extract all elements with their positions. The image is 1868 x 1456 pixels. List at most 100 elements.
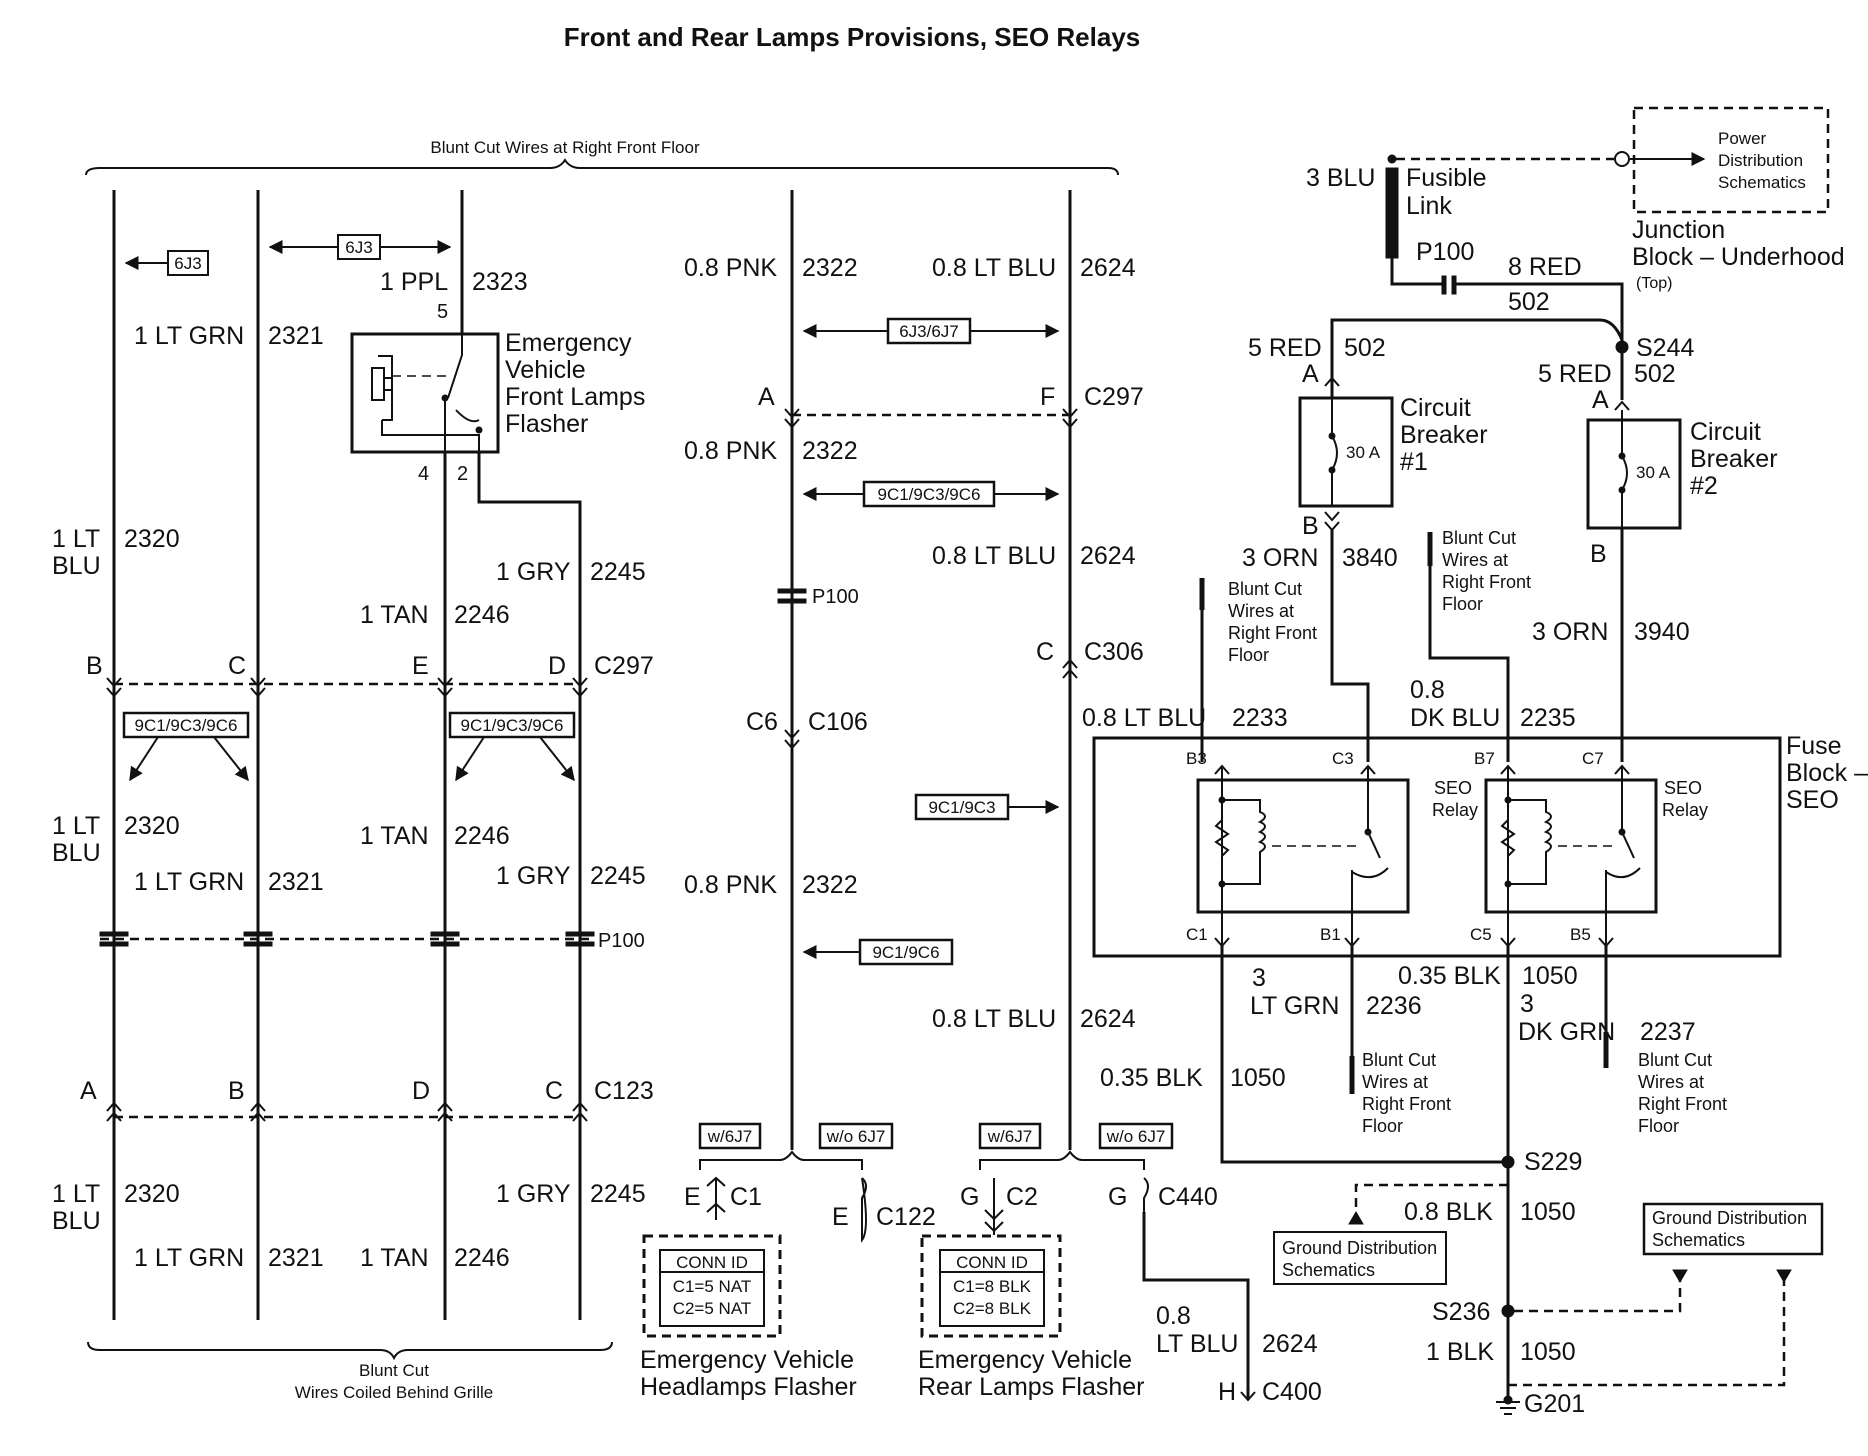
rear-conn-c2: C2=8 BLK — [953, 1299, 1032, 1318]
headlamps-label-1: Emergency Vehicle — [640, 1346, 854, 1374]
seo-in-1-circuit: 2233 — [1232, 704, 1288, 732]
relay2-label-2: Relay — [1662, 800, 1708, 820]
c1-pin-e: E — [684, 1183, 701, 1211]
option-9c1-9c6-label: 9C1/9C6 — [872, 943, 939, 962]
red8-size: 8 RED — [1508, 253, 1582, 281]
c297-mid-connector: A F C297 — [758, 383, 1144, 429]
cb2-rating: 30 A — [1636, 463, 1671, 482]
blunt4-label-4: Floor — [1638, 1116, 1679, 1136]
top-bracket: Blunt Cut Wires at Right Front Floor — [85, 138, 1119, 176]
seo-in-2-size-2: DK BLU — [1410, 704, 1500, 732]
ltgrn-out-size-1: 3 — [1252, 964, 1266, 992]
c297-pin-c: C — [228, 652, 246, 680]
c297-mid-pin-a: A — [758, 383, 775, 411]
option-9c-left-a: 9C1/9C3/9C6 — [122, 711, 250, 782]
pnk-circuit-1: 2322 — [802, 254, 858, 282]
cb1-pin-a: A — [1302, 360, 1319, 388]
power-dist-label-2: Distribution — [1718, 151, 1803, 170]
ltgrn-circuit-3: 2321 — [268, 1244, 324, 1272]
c122-label: C122 — [876, 1203, 936, 1231]
blunt4-label-1: Blunt Cut — [1638, 1050, 1712, 1070]
ltblu08-circuit-1: 2624 — [1080, 254, 1136, 282]
relay1-label-2: Relay — [1432, 800, 1478, 820]
c122-pin-e: E — [832, 1203, 849, 1231]
relay2-pin-b7: B7 — [1474, 749, 1495, 768]
front-flasher-label-3: Front Lamps — [505, 383, 645, 411]
ltgrn-size-1: 1 LT GRN — [134, 322, 244, 350]
ltblu08-size-3: 0.8 LT BLU — [932, 1005, 1056, 1033]
blunt1-label-3: Right Front — [1228, 623, 1317, 643]
fuse-block-seo: Fuse Block – SEO B3 C3 C1 B1 SEO Relay B… — [1092, 732, 1868, 958]
blunt4-label-2: Wires at — [1638, 1072, 1704, 1092]
bottom-bracket: Blunt Cut Wires Coiled Behind Grille — [87, 1341, 613, 1402]
cb2-out-circuit: 3940 — [1634, 618, 1690, 646]
blunt1-label-2: Wires at — [1228, 601, 1294, 621]
blunt3-label-1: Blunt Cut — [1362, 1050, 1436, 1070]
c400-pin-h: H — [1218, 1378, 1236, 1406]
tan-size-3: 1 TAN — [360, 1244, 429, 1272]
ltblu08-size-2: 0.8 LT BLU — [932, 542, 1056, 570]
dkgrn-out-size-1: 3 — [1520, 990, 1534, 1018]
fusible-wire-size: 3 BLU — [1306, 164, 1375, 192]
pnk-circuit-2: 2322 — [802, 437, 858, 465]
headlamps-label-2: Headlamps Flasher — [640, 1373, 857, 1401]
gd-right-label-1: Ground Distribution — [1652, 1208, 1807, 1228]
fuse-block-label-3: SEO — [1786, 786, 1839, 814]
s244-label: S244 — [1636, 334, 1694, 362]
relay2-pin-c5: C5 — [1470, 925, 1492, 944]
c440-pin-g: G — [1108, 1183, 1127, 1211]
ppl-size: 1 PPL — [380, 268, 448, 296]
c297-label-left: C297 — [594, 652, 654, 680]
c440-label: C440 — [1158, 1183, 1218, 1211]
ltblu-wo6j7-label: w/o 6J7 — [1106, 1127, 1166, 1146]
c106-label: C106 — [808, 708, 868, 736]
option-9c1-9c3: 9C1/9C3 — [914, 793, 1060, 821]
relay2-label-1: SEO — [1664, 778, 1702, 798]
option-9c1-9c3-label: 9C1/9C3 — [928, 798, 995, 817]
pnk-size-1: 0.8 PNK — [684, 254, 777, 282]
c297-pin-b: B — [86, 652, 103, 680]
rear-conn-id: CONN ID — [956, 1253, 1028, 1272]
gry-circuit-1: 2245 — [590, 558, 646, 586]
ltgrn-out-circuit: 2236 — [1366, 992, 1422, 1020]
p100-mid-label: P100 — [812, 586, 859, 608]
blk035-b-size: 0.35 BLK — [1100, 1064, 1203, 1092]
front-flasher-label-1: Emergency — [505, 329, 632, 357]
ltblu08-circuit-2: 2624 — [1080, 542, 1136, 570]
seo-outputs: 3 LT GRN 2236 0.35 BLK 1050 3 DK GRN 223… — [1100, 946, 1727, 1400]
relay1-pin-c3: C3 — [1332, 749, 1354, 768]
bottom-bracket-label-2: Wires Coiled Behind Grille — [295, 1383, 493, 1402]
pnk-size-2: 0.8 PNK — [684, 437, 777, 465]
gry-circuit-2: 2245 — [590, 862, 646, 890]
seo-in-1-size: 0.8 LT BLU — [1082, 704, 1206, 732]
ltblu08-circuit-3: 2624 — [1080, 1005, 1136, 1033]
top-bracket-label: Blunt Cut Wires at Right Front Floor — [430, 138, 700, 157]
blunt3-label-3: Right Front — [1362, 1094, 1451, 1114]
seo-in-2-circuit: 2235 — [1520, 704, 1576, 732]
blunt1-label-4: Floor — [1228, 645, 1269, 665]
option-6j3-6j7: 6J3/6J7 — [802, 317, 1060, 345]
relay1-pin-c1: C1 — [1186, 925, 1208, 944]
c123-connector: A B D C C123 — [80, 1077, 654, 1122]
junction-label-3: (Top) — [1636, 275, 1672, 292]
fusible-label-1: Fusible — [1406, 164, 1487, 192]
relay1-pin-b3: B3 — [1186, 749, 1207, 768]
blk035-a-size: 0.35 BLK — [1398, 962, 1501, 990]
power-distribution-box: Power Distribution Schematics Junction B… — [1614, 106, 1845, 292]
c297-mid-pin-f: F — [1040, 383, 1055, 411]
pink-w6j7-label: w/6J7 — [707, 1127, 752, 1146]
blunt4-label-3: Right Front — [1638, 1094, 1727, 1114]
gd-right-label-2: Schematics — [1652, 1230, 1745, 1250]
ltblu-size-3a: 1 LT — [52, 1180, 100, 1208]
blunt-cut-input-2: Blunt Cut Wires at Right Front Floor — [1427, 528, 1531, 762]
junction-label-1: Junction — [1632, 216, 1725, 244]
gd-left-label-2: Schematics — [1282, 1260, 1375, 1280]
cb1-label-3: #1 — [1400, 448, 1428, 476]
rear-lamps-flasher: CONN ID C1=8 BLK C2=8 BLK Emergency Vehi… — [918, 1234, 1144, 1401]
pnk-circuit-3: 2322 — [802, 871, 858, 899]
ltblu-split-size-1: 0.8 — [1156, 1302, 1191, 1330]
ltblu-size-3b: BLU — [52, 1207, 101, 1235]
seo-in-2-size-1: 0.8 — [1410, 676, 1445, 704]
blk08-size: 0.8 BLK — [1404, 1198, 1493, 1226]
